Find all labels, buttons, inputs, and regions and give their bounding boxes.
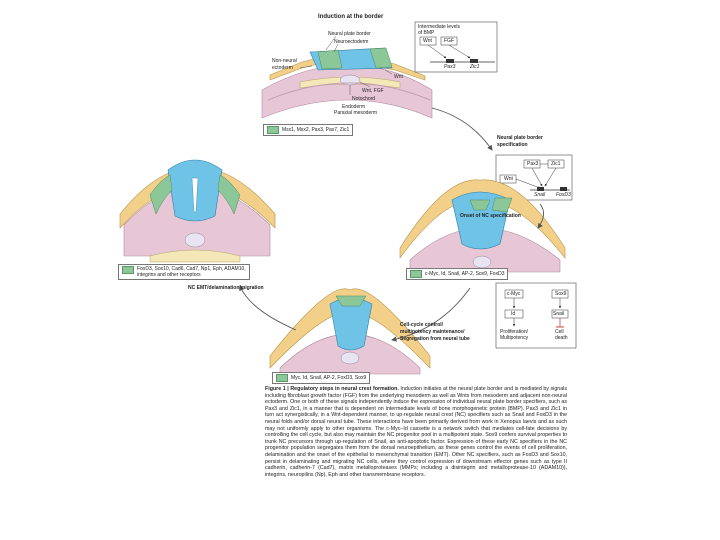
cmyc-id-diagram xyxy=(495,282,577,349)
legend-swatch xyxy=(410,270,422,278)
panel-left-legend-line-1: FoxD3, Sox10, Cad6, Cad7, Np1, Eph, ADAM… xyxy=(137,266,246,272)
bmp-box-zic1: Zic1 xyxy=(470,64,480,70)
panel1-legend: Msx1, Msx2, Pax3, Pax7, Zic1 xyxy=(263,124,354,136)
panel-left-title: NC EMT/delamination/migration xyxy=(188,285,264,291)
label-paraxial-mesoderm: Paraxial mesoderm xyxy=(334,110,378,116)
label-notochord: Notochord xyxy=(352,96,376,102)
legend-swatch xyxy=(267,126,279,134)
label-wnt-fgf: Wnt, FGF xyxy=(362,88,384,94)
panel3-embryo xyxy=(399,179,566,273)
panel3-cmyc: c-Myc xyxy=(507,291,521,297)
bmp-box-title-1: Intermediate levels xyxy=(418,24,460,30)
panel2-title-2: specification xyxy=(497,142,528,148)
panel3-title: Onset of NC specification xyxy=(460,213,521,219)
panel2-title-1: Neural plate border xyxy=(497,135,543,141)
label-non-neural-ectoderm-1: Non-neural xyxy=(272,58,297,64)
panel2-zic1: Zic1 xyxy=(551,161,561,167)
legend-swatch xyxy=(122,266,134,274)
panel1-legend-text: Msx1, Msx2, Pax3, Pax7, Zic1 xyxy=(282,127,350,133)
label-endoderm: Endoderm xyxy=(342,104,366,110)
bmp-box-fgf: FGF xyxy=(444,38,454,44)
caption-body: Induction initiates at the neural plate … xyxy=(265,386,567,478)
panel-left-legend-text: FoxD3, Sox10, Cad6, Cad7, Np1, Eph, ADAM… xyxy=(137,266,246,278)
panel3-legend: c-Myc, Id, Snail, AP-2, Sox9, FoxD3 xyxy=(406,268,509,280)
flow-arrows xyxy=(239,107,544,342)
panel2-snail: Snail xyxy=(534,192,546,198)
panel3-sox9: Sox9 xyxy=(555,291,567,297)
panel4-legend-text: Myc, Id, Snail, AP-2, FoxD3, Sox9 xyxy=(291,375,367,381)
panel4-side-3: Segregation from neural tube xyxy=(400,336,470,342)
panel-left-embryo xyxy=(119,159,276,263)
panel1-embryo-section xyxy=(261,47,433,119)
panel-left-legend: FoxD3, Sox10, Cad6, Cad7, Np1, Eph, ADAM… xyxy=(118,264,250,280)
bmp-regulation-diagram xyxy=(414,21,498,73)
panel1-title: Induction at the border xyxy=(318,14,384,20)
bmp-box-pax3: Pax3 xyxy=(444,64,456,70)
label-neural-plate-border: Neural plate border xyxy=(328,31,371,37)
panel4-side-2: multipotency maintenance/ xyxy=(400,329,465,335)
panel2-foxd3: FoxD3 xyxy=(556,192,571,198)
figure-caption: Figure 1 | Regulatory steps in neural cr… xyxy=(265,386,567,478)
panel-left-legend-line-2: integrins and other receptors xyxy=(137,272,201,278)
panel3-death-1: Cell xyxy=(555,329,564,335)
legend-swatch xyxy=(276,374,288,382)
label-wnt: Wnt xyxy=(394,74,403,80)
label-non-neural-ectoderm-2: ectoderm xyxy=(272,65,293,71)
panel3-snail: Snail xyxy=(553,311,565,317)
panel3-prolif-1: Proliferation/ xyxy=(500,329,529,335)
panel3-prolif-2: Multipotency xyxy=(500,335,529,341)
panel4-embryo xyxy=(269,288,431,375)
caption-lead: Figure 1 | Regulatory steps in neural cr… xyxy=(265,386,399,392)
panel3-legend-text: c-Myc, Id, Snail, AP-2, Sox9, FoxD3 xyxy=(425,271,505,277)
border-specification-diagram xyxy=(495,154,573,201)
panel3-death-2: death xyxy=(555,335,568,341)
label-neuroectoderm: Neuroectoderm xyxy=(334,39,369,45)
panel4-legend: Myc, Id, Snail, AP-2, FoxD3, Sox9 xyxy=(272,372,371,384)
panel4-side-1: Cell-cycle control/ xyxy=(400,322,444,328)
bmp-box-title-2: of BMP xyxy=(418,30,435,36)
bmp-box-wnt: Wnt xyxy=(423,38,432,44)
panel2-wnt: Wnt xyxy=(504,176,513,182)
panel2-pax3: Pax3 xyxy=(527,161,539,167)
panel3-id: Id xyxy=(511,311,516,317)
